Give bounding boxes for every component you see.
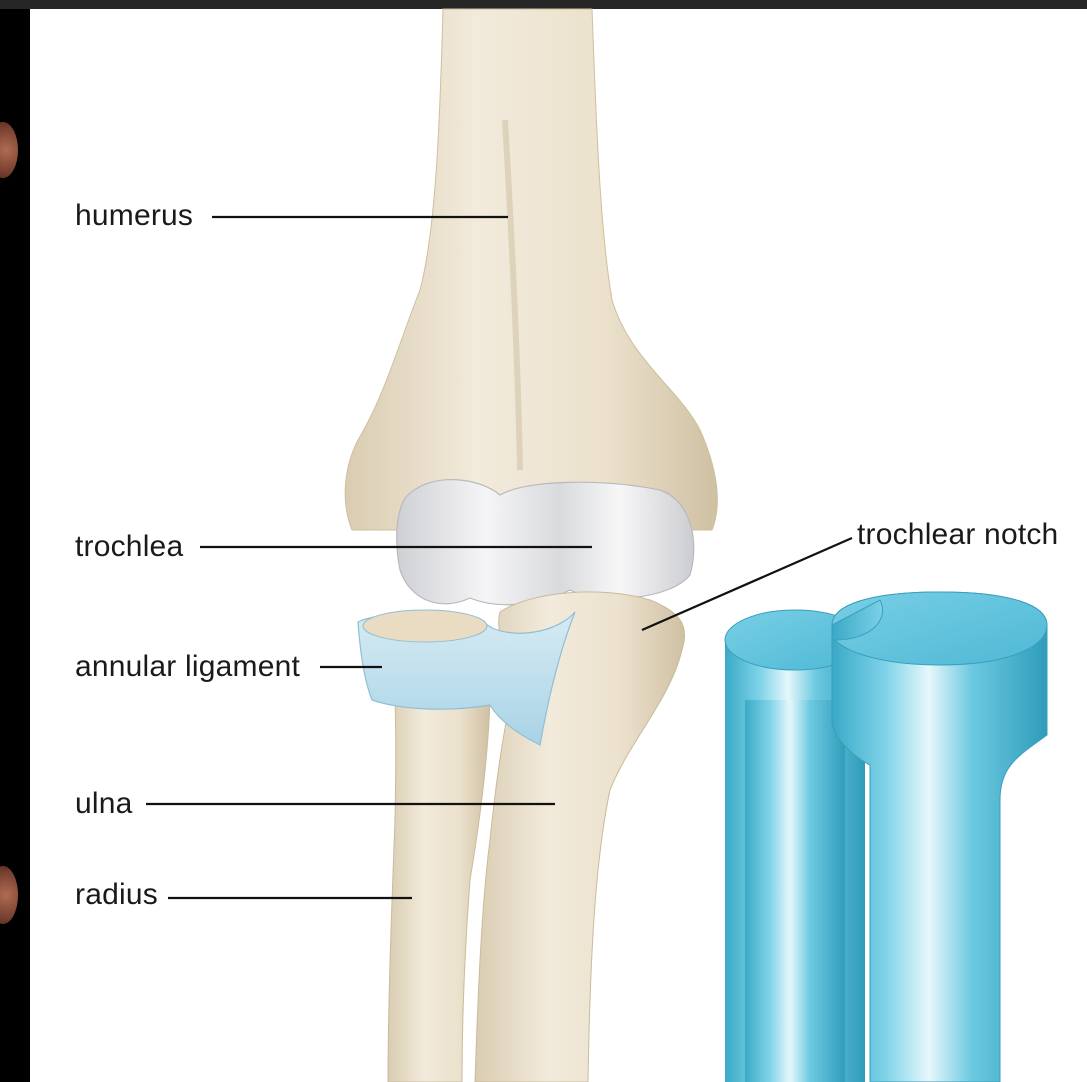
label-humerus: humerus [75, 201, 193, 231]
cylinder-model [725, 592, 1047, 1082]
label-annular-ligament: annular ligament [75, 652, 300, 682]
trochlea-cartilage [397, 480, 694, 605]
radius-bone [388, 700, 490, 1082]
label-trochlear-notch: trochlear notch [857, 520, 1058, 550]
label-radius: radius [75, 880, 158, 910]
label-trochlea: trochlea [75, 532, 183, 562]
humerus-bone [345, 9, 717, 530]
label-ulna: ulna [75, 789, 133, 819]
